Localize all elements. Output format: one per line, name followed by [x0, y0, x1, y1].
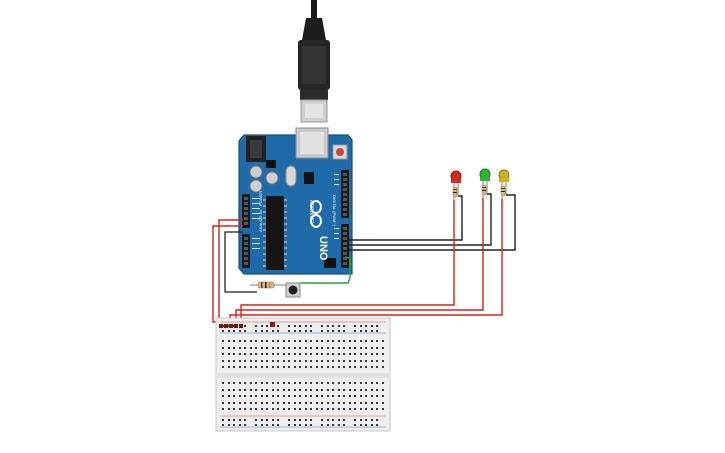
power-header-label: POWER [258, 191, 263, 206]
wire-black-button[interactable] [224, 231, 257, 293]
usb-cable[interactable] [298, 0, 330, 123]
wire-green[interactable] [300, 256, 351, 284]
wire-black[interactable] [349, 193, 516, 251]
resistor[interactable] [250, 281, 286, 289]
digital-header-label: DIGITAL (PWM~) [332, 195, 337, 227]
board-brand-label: ARDUINO [308, 200, 314, 223]
analog-header-label: ANALOG IN [258, 210, 263, 232]
breadboard-holes [222, 325, 384, 426]
breadboard-indicator [270, 322, 275, 327]
led-resistor-red[interactable] [452, 186, 458, 198]
board-model-label: UNO [317, 236, 329, 261]
power-header[interactable] [242, 194, 250, 228]
led-green[interactable] [479, 168, 491, 198]
breadboard[interactable] [215, 317, 391, 432]
pushbutton[interactable] [285, 282, 301, 298]
analog-header[interactable] [242, 234, 250, 268]
arduino-logo-icon [310, 200, 322, 228]
digital-header-low[interactable] [341, 224, 349, 268]
arduino-uno-board[interactable]: UNO ARDUINO DIGITAL (PWM~) ANALOG IN POW… [238, 127, 353, 275]
led-resistor-yellow[interactable] [500, 185, 506, 197]
led-resistor-green[interactable] [481, 184, 487, 196]
